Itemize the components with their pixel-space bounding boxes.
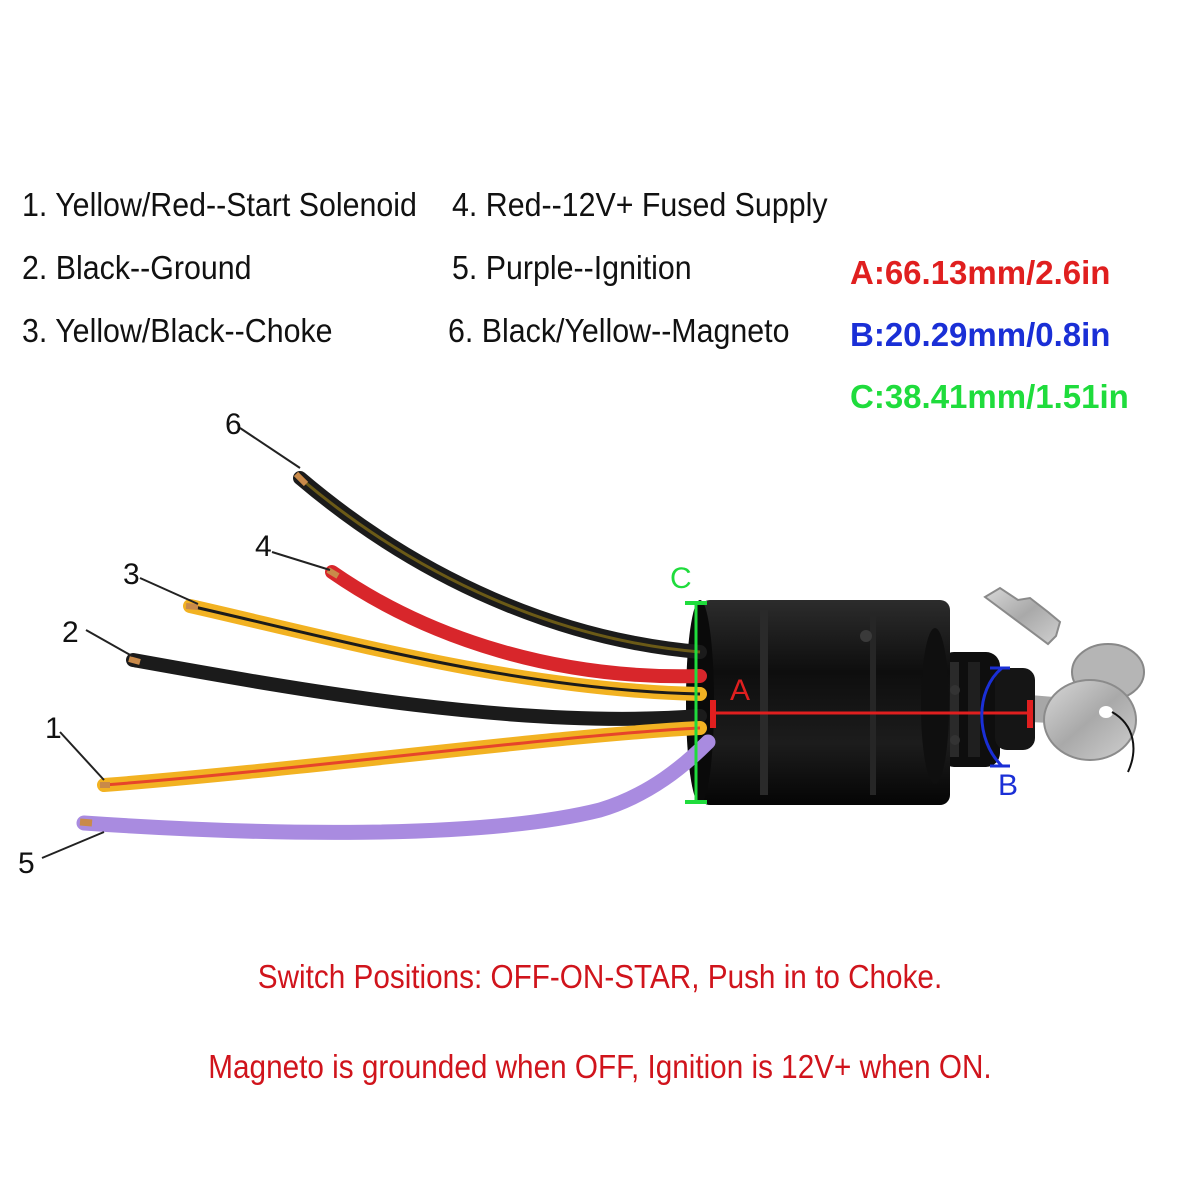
legend-item-1-number: 1. [22,186,48,223]
legend-item-5-text: Purple--Ignition [485,249,692,286]
legend-item-5-number: 5. [452,249,478,286]
dimension-c-marker: C [670,562,692,595]
leader-3 [139,577,199,605]
legend-item-3-number: 3. [22,312,48,349]
callout-leaders [41,427,331,859]
callout-1: 1 [45,712,62,745]
legend-item-6: 6. Black/Yellow--Magneto [448,312,789,350]
legend-item-4-text: Red--12V+ Fused Supply [485,186,828,223]
legend-item-5: 5. Purple--Ignition [452,249,692,287]
dimension-a-line [710,700,1033,728]
leader-6 [239,427,301,469]
callout-2: 2 [62,616,79,649]
wire-6 [293,471,707,659]
dimension-b-label: B:20.29mm/0.8in [850,316,1111,353]
magneto-ignition-note: Magneto is grounded when OFF, Ignition i… [208,1048,992,1085]
key-head-front [1043,679,1137,761]
callout-3: 3 [123,558,140,591]
legend-item-6-number: 6. [448,312,474,349]
legend-item-4: 4. Red--12V+ Fused Supply [452,186,828,224]
dimension-c-label: C:38.41mm/1.51in [850,378,1129,415]
callout-6: 6 [225,408,242,441]
legend-item-1: 1. Yellow/Red--Start Solenoid [22,186,417,224]
callout-5: 5 [18,847,35,880]
legend-item-2-number: 2. [22,249,48,286]
key-blade-back [983,586,1062,646]
dimension-b-line [980,666,1010,768]
key-cord [1111,711,1135,773]
wire-3 [183,599,707,701]
switch-positions-note: Switch Positions: OFF-ON-STAR, Push in t… [257,958,943,995]
callout-4: 4 [255,530,272,563]
dimension-c-line [685,601,707,804]
switch-nut [940,652,1035,767]
wire-1 [97,721,707,792]
leader-4 [271,551,331,571]
switch-body [686,600,950,805]
legend-item-2-text: Black--Ground [55,249,252,286]
wire-4 [325,565,707,684]
key-set [983,586,1145,773]
leader-5 [41,831,105,859]
legend-item-2: 2. Black--Ground [22,249,251,287]
legend-item-3: 3. Yellow/Black--Choke [22,312,333,350]
legend-item-6-text: Black/Yellow--Magneto [481,312,790,349]
leader-1 [59,731,105,781]
wire-5 [76,734,716,840]
leader-2 [85,629,133,657]
legend-item-3-text: Yellow/Black--Choke [55,312,333,349]
legend-item-4-number: 4. [452,186,478,223]
legend-item-1-text: Yellow/Red--Start Solenoid [55,186,417,223]
wire-2 [126,653,707,726]
dimension-a-label: A:66.13mm/2.6in [850,254,1111,291]
key-hole [1099,706,1113,718]
dimension-b-marker: B [998,769,1018,802]
dimension-a-marker: A [730,674,750,707]
